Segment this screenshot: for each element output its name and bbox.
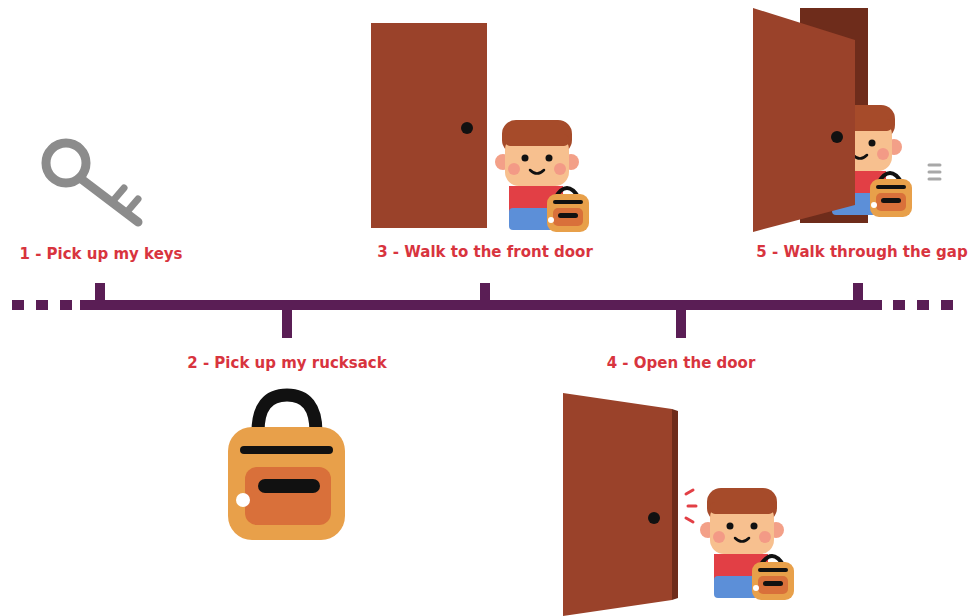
- opening-door: [563, 393, 696, 616]
- motion-lines: [929, 165, 940, 179]
- step-label: 5 - Walk through the gap: [756, 243, 967, 261]
- kid-figure: [700, 488, 794, 600]
- closed-door: [371, 23, 487, 228]
- step-label: 3 - Walk to the front door: [377, 243, 593, 261]
- kid-figure: [495, 120, 589, 232]
- open-door: [753, 8, 855, 232]
- step-label: 4 - Open the door: [607, 354, 756, 372]
- step-label: 2 - Pick up my rucksack: [187, 354, 386, 372]
- key-icon: [46, 143, 138, 222]
- step-label: 1 - Pick up my keys: [19, 245, 182, 263]
- rucksack-icon: [228, 395, 345, 540]
- timeline-axis: [12, 283, 953, 338]
